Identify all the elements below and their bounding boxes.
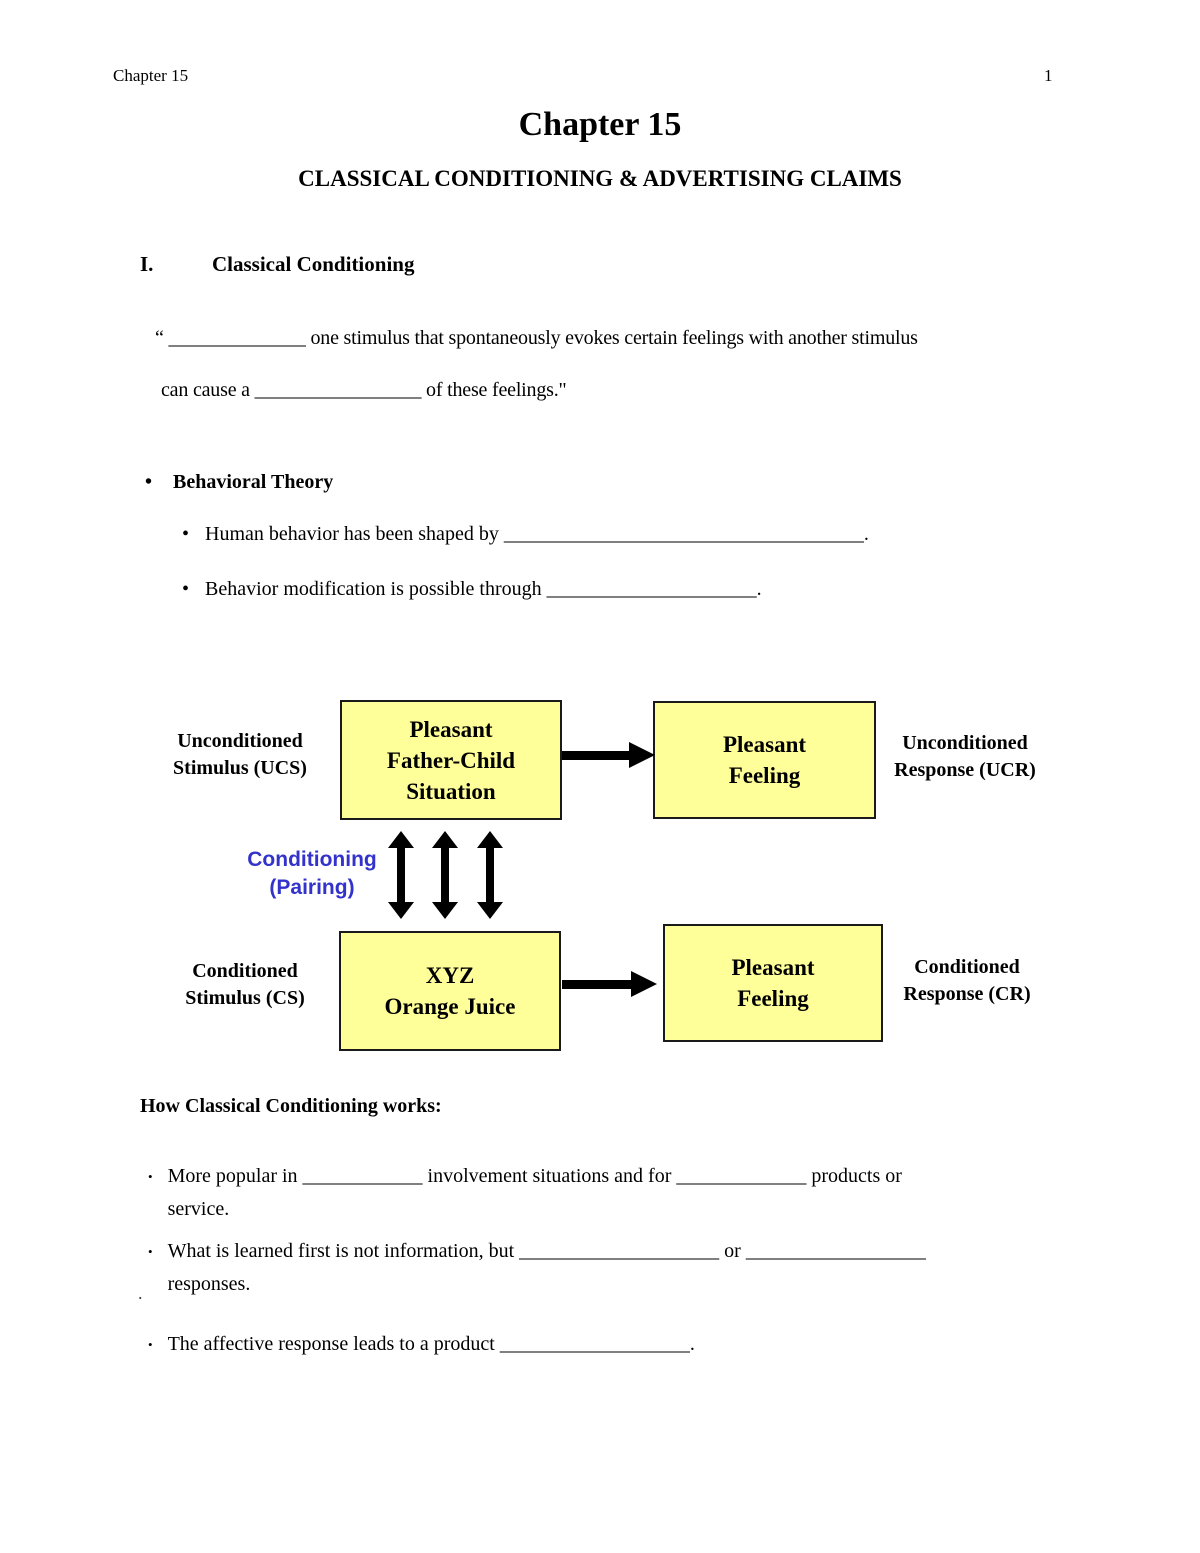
- bullet-icon: •: [145, 471, 153, 493]
- behavioral-bullet-1-text: Human behavior has been shaped by ______…: [205, 523, 869, 545]
- double-arrow-vertical-icon: [388, 831, 414, 919]
- double-arrow-vertical-icon: [477, 831, 503, 919]
- ucr-box-line2: Feeling: [728, 763, 801, 788]
- behavioral-bullet-2: • Behavior modification is possible thro…: [182, 578, 762, 601]
- conditioning-pairing-label: Conditioning (Pairing): [212, 846, 412, 902]
- behavioral-bullet-1: • Human behavior has been shaped by ____…: [182, 523, 869, 546]
- running-header: Chapter 15: [113, 66, 189, 85]
- ucr-box: Pleasant Feeling: [653, 701, 876, 819]
- ucs-box-line1: Pleasant: [409, 716, 493, 742]
- chapter-subtitle: CLASSICAL CONDITIONING & ADVERTISING CLA…: [298, 166, 902, 191]
- behavioral-theory-label: Behavioral Theory: [173, 471, 334, 493]
- how-bullet-1-line2: service.: [167, 1198, 230, 1220]
- ucr-label-line1: Unconditioned: [902, 732, 1028, 754]
- stray-mark: .: [138, 1283, 143, 1303]
- section-label: Classical Conditioning: [212, 252, 415, 276]
- page-number: 1: [1044, 66, 1053, 85]
- how-bullet-2-text: What is learned first is not information…: [168, 1235, 926, 1301]
- arrow-head: [629, 742, 655, 768]
- how-bullet-3-text: The affective response leads to a produc…: [168, 1328, 695, 1361]
- cs-label-line2: Stimulus (CS): [185, 987, 305, 1009]
- arrow-right-icon: [562, 971, 657, 997]
- chapter-title: Chapter 15: [518, 106, 682, 143]
- arrow-right-icon: [562, 742, 655, 768]
- how-bullet-2-line1: What is learned first is not information…: [167, 1240, 926, 1262]
- bullet-icon: •: [148, 1244, 153, 1259]
- cr-label-line2: Response (CR): [903, 983, 1031, 1005]
- arrow-shaft: [562, 979, 631, 989]
- behavioral-theory-heading: • Behavioral Theory: [145, 471, 333, 494]
- cr-label: Conditioned Response (CR): [872, 954, 1062, 1008]
- how-bullet-3: • The affective response leads to a prod…: [148, 1328, 695, 1361]
- how-bullet-2: • What is learned first is not informati…: [148, 1235, 926, 1301]
- cs-box-line2: Orange Juice: [384, 994, 516, 1019]
- how-bullet-3-line1: The affective response leads to a produc…: [167, 1333, 695, 1355]
- ucr-label-line2: Response (UCR): [894, 759, 1036, 781]
- ucs-box-line3: Situation: [406, 778, 496, 804]
- section-heading: I. Classical Conditioning: [140, 252, 414, 277]
- how-bullet-2-line2: responses.: [167, 1273, 251, 1295]
- bullet-icon: •: [182, 523, 190, 545]
- ucs-box-line2: Father-Child: [386, 747, 516, 773]
- cs-box-line1: XYZ: [425, 963, 475, 988]
- bullet-icon: •: [148, 1337, 153, 1352]
- ucr-label: Unconditioned Response (UCR): [870, 730, 1060, 784]
- cr-box-line1: Pleasant: [731, 955, 815, 980]
- arrow-shaft: [562, 750, 629, 760]
- classical-conditioning-diagram: Unconditioned Stimulus (UCS) Uncondition…: [0, 690, 1200, 1070]
- bullet-icon: •: [182, 578, 190, 600]
- cr-box: Pleasant Feeling: [663, 924, 883, 1042]
- conditioning-label-line1: Conditioning: [247, 848, 377, 871]
- how-bullet-1-line1: More popular in ____________ involvement…: [167, 1165, 902, 1187]
- cr-label-line1: Conditioned: [914, 956, 1020, 978]
- ucr-box-line1: Pleasant: [722, 732, 807, 757]
- arrow-shaft: [441, 845, 449, 905]
- arrow-head: [631, 971, 657, 997]
- ucs-box: Pleasant Father-Child Situation: [340, 700, 562, 820]
- how-bullet-1-text: More popular in ____________ involvement…: [168, 1160, 902, 1226]
- quote-line-2: can cause a _________________ of these f…: [161, 379, 567, 401]
- bullet-icon: •: [148, 1169, 153, 1184]
- cs-box: XYZ Orange Juice: [339, 931, 561, 1051]
- cs-label: Conditioned Stimulus (CS): [150, 958, 340, 1012]
- arrow-shaft: [397, 845, 405, 905]
- cr-box-line2: Feeling: [737, 986, 809, 1011]
- behavioral-bullet-2-text: Behavior modification is possible throug…: [205, 578, 762, 600]
- double-arrow-vertical-icon: [432, 831, 458, 919]
- how-it-works-heading: How Classical Conditioning works:: [140, 1095, 442, 1117]
- section-numeral: I.: [140, 252, 154, 276]
- ucs-label: Unconditioned Stimulus (UCS): [145, 728, 335, 782]
- arrow-shaft: [486, 845, 494, 905]
- quote-line-1: “ ______________ one stimulus that spont…: [155, 327, 918, 349]
- conditioning-label-line2: (Pairing): [269, 876, 355, 899]
- how-bullet-1: • More popular in ____________ involveme…: [148, 1160, 902, 1226]
- ucs-label-line2: Stimulus (UCS): [173, 757, 307, 779]
- cs-label-line1: Conditioned: [192, 960, 298, 982]
- ucs-label-line1: Unconditioned: [177, 730, 303, 752]
